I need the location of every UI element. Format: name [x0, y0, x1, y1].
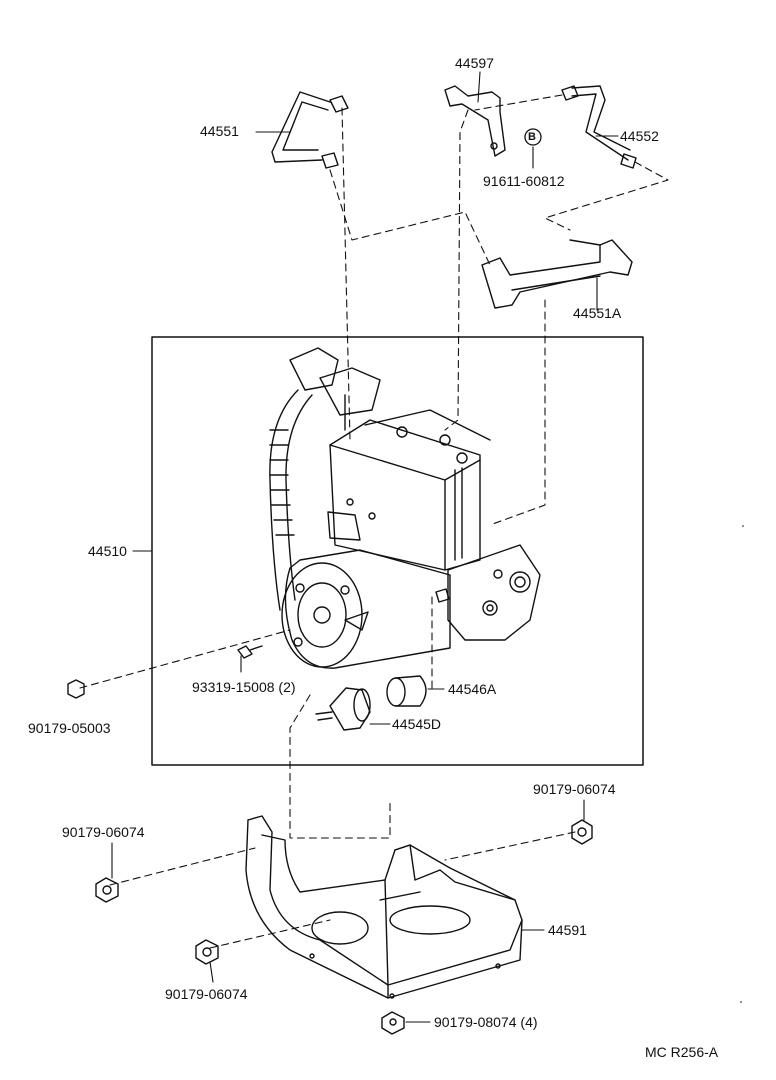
label-44552: 44552 — [620, 128, 659, 144]
bracket-44551A — [481, 239, 633, 309]
brake-tube-44551 — [271, 91, 349, 169]
mount-44545D — [315, 687, 371, 731]
nut-90179-06074-right — [571, 819, 593, 845]
nut-90179-06074-bottom — [195, 939, 219, 965]
label-44551A: 44551A — [573, 305, 622, 321]
label-90179-06074-bottom: 90179-06074 — [165, 986, 248, 1002]
assembly-frame — [151, 336, 644, 766]
screw-93319 — [237, 645, 263, 659]
label-93319-15008: 93319-15008 (2) — [192, 679, 296, 695]
label-44597: 44597 — [455, 55, 494, 71]
label-44591: 44591 — [548, 922, 587, 938]
label-90179-06074-right: 90179-06074 — [533, 781, 616, 797]
leader-lines — [111, 71, 619, 1023]
bolt-symbol-letter: B — [528, 131, 536, 143]
label-44551: 44551 — [200, 123, 239, 139]
nut-90179-08074 — [381, 1011, 405, 1035]
label-44546A: 44546A — [448, 681, 497, 697]
label-91611-60812: 91611-60812 — [483, 173, 565, 189]
label-90179-05003: 90179-05003 — [28, 720, 111, 736]
label-90179-06074-left: 90179-06074 — [62, 824, 145, 840]
label-44510: 44510 — [88, 543, 127, 559]
label-44545D: 44545D — [392, 716, 442, 732]
brake-tube-44552 — [561, 85, 637, 169]
figure-code: MC R256-A — [645, 1044, 719, 1060]
assembly-guide-lines — [79, 94, 669, 949]
bracket-44597 — [444, 85, 506, 157]
bolt-symbol-circle — [524, 128, 542, 146]
bushing-44546A — [386, 675, 427, 707]
scan-speck — [742, 525, 744, 527]
nut-90179-05003 — [67, 679, 85, 699]
actuator-44510 — [269, 347, 541, 669]
nut-90179-06074-left — [95, 877, 119, 903]
bracket-44591 — [245, 815, 523, 999]
scan-speck — [740, 1001, 742, 1003]
label-90179-08074: 90179-08074 (4) — [434, 1014, 538, 1030]
